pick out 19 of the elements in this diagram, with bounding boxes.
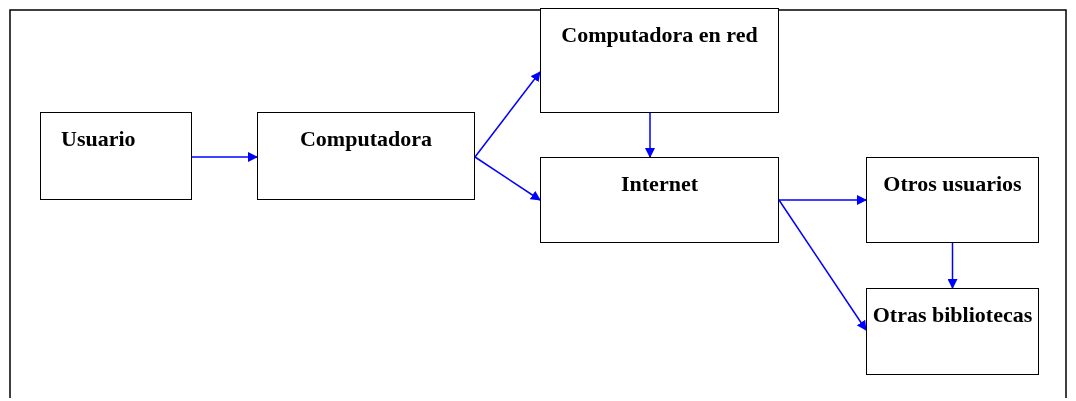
node-label: Usuario xyxy=(61,125,136,152)
node-label: Computadora en red xyxy=(561,21,758,48)
arrow xyxy=(645,112,655,158)
node-label: Otros usuarios xyxy=(883,170,1022,197)
arrow xyxy=(778,195,867,205)
node-label: Internet xyxy=(621,170,698,197)
process-box xyxy=(257,112,475,200)
arrow xyxy=(947,242,958,289)
process-box xyxy=(866,157,1039,243)
arrow xyxy=(474,156,541,201)
node-label: Computadora xyxy=(300,125,432,152)
arrow xyxy=(191,152,258,162)
arrow xyxy=(778,199,867,331)
process-box xyxy=(866,288,1039,375)
process-box xyxy=(40,112,192,200)
node-label: Otras bibliotecas xyxy=(872,301,1033,328)
arrow xyxy=(474,71,541,158)
process-box xyxy=(540,8,779,113)
process-box xyxy=(540,157,779,243)
